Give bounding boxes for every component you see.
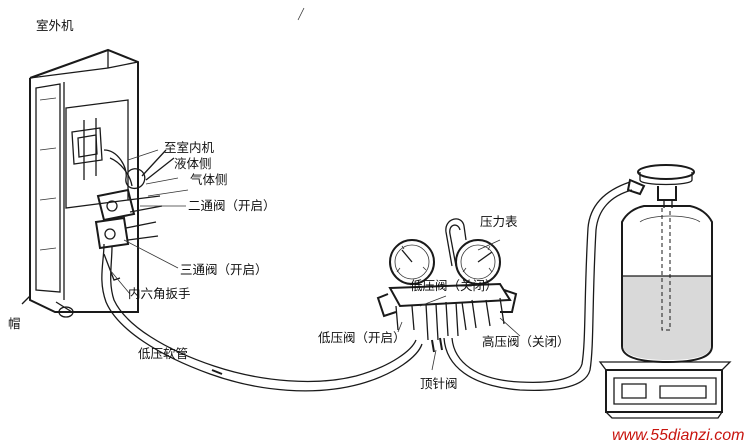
low-pressure-gauge (389, 239, 435, 285)
low-valve-knob (376, 293, 397, 318)
label-cut-off-char: 帽 (8, 316, 21, 331)
low-pressure-hose (101, 243, 423, 392)
hex-wrench-shape (103, 253, 121, 281)
two-way-valve-body (96, 188, 136, 222)
charging-hose (443, 178, 646, 392)
liquid-pipe-coil (103, 149, 146, 189)
label-high-valve-closed: 高压阀（关闭） (482, 334, 570, 349)
manifold-gauge-set (376, 218, 518, 353)
label-to-indoor-unit: 至室内机 (164, 140, 215, 155)
label-gas-side: 气体侧 (190, 172, 228, 187)
outdoor-unit-grille (35, 83, 61, 293)
charging-scale (605, 369, 723, 413)
label-three-way-valve: 三通阀（开启） (180, 262, 268, 277)
watermark-text: www.55dianzi.com (612, 427, 745, 444)
label-low-pressure-hose: 低压软管 (138, 346, 188, 361)
leader-lines (109, 7, 521, 371)
text-labels: 室外机 至室内机 液体侧 气体侧 二通阀（开启） 三通阀（开启） 内六角扳手 低… (8, 18, 745, 444)
unit-foot (58, 306, 74, 318)
three-way-valve-body (94, 216, 130, 250)
thimble-valve (431, 337, 443, 353)
label-low-valve-closed: 低压阀（关闭） (410, 278, 498, 293)
label-pressure-gauge: 压力表 (480, 214, 518, 229)
label-outdoor-unit: 室外机 (36, 18, 74, 33)
outdoor-unit-cabinet (29, 48, 139, 313)
high-valve-knob (500, 289, 518, 313)
label-thimble-valve: 顶针阀 (420, 376, 458, 391)
outdoor-unit (21, 48, 175, 318)
manifold-body (388, 282, 512, 308)
dip-tube (661, 208, 671, 331)
cylinder-liquid (623, 276, 711, 360)
refrigerant-cylinder (598, 164, 732, 419)
label-liquid-side: 液体侧 (174, 156, 212, 171)
service-panel (65, 99, 129, 209)
cylinder-valve-handwheel (637, 164, 695, 180)
label-low-valve-open: 低压阀（开启） (318, 330, 406, 345)
label-two-way-valve: 二通阀（开启） (188, 198, 276, 213)
label-hex-wrench: 内六角扳手 (128, 286, 191, 301)
gauge-hook (445, 218, 467, 267)
